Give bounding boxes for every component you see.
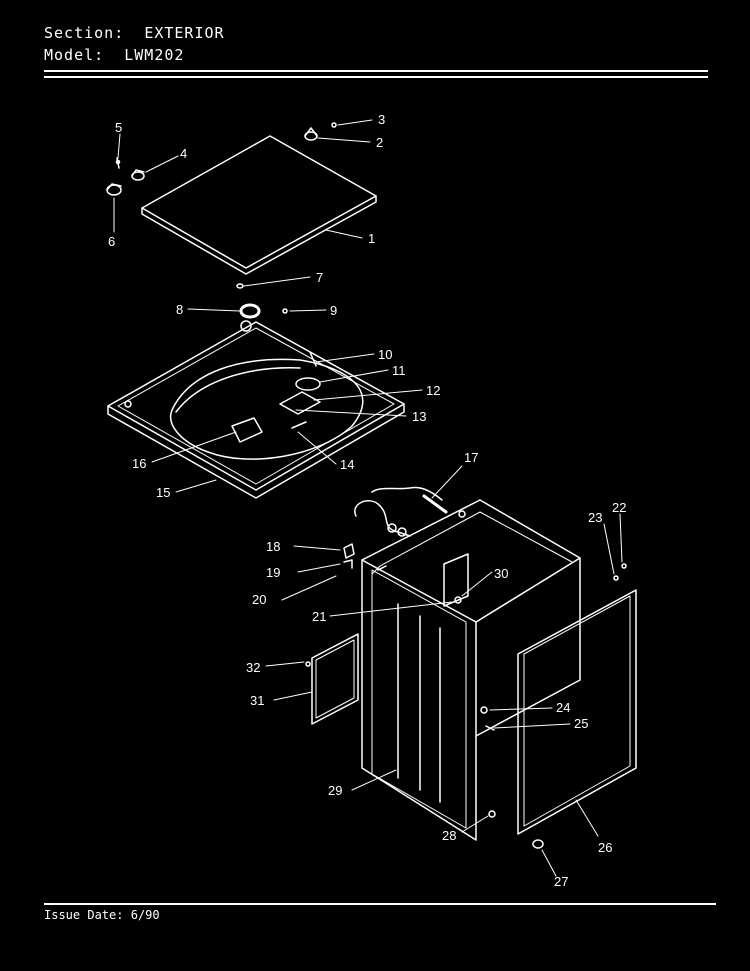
callout-9: 9 <box>330 303 337 318</box>
callout-32: 32 <box>246 660 260 675</box>
leader-lines <box>113 119 623 877</box>
callout-26: 26 <box>598 840 612 855</box>
callout-19: 19 <box>266 565 280 580</box>
callout-31: 31 <box>250 693 264 708</box>
side-panel-part <box>311 633 359 725</box>
callout-2: 2 <box>376 135 383 150</box>
callout-24: 24 <box>556 700 570 715</box>
power-cord-part <box>354 486 448 537</box>
callout-25: 25 <box>574 716 588 731</box>
clip-hardware <box>305 543 627 849</box>
lid-part <box>141 135 377 275</box>
issue-date-value: 6/90 <box>130 908 160 922</box>
callout-20: 20 <box>252 592 266 607</box>
callout-13: 13 <box>412 409 426 424</box>
model-label: Model: <box>44 46 105 64</box>
callout-23: 23 <box>588 510 602 525</box>
callout-17: 17 <box>464 450 478 465</box>
footer-issue-date: Issue Date: 6/90 <box>44 908 160 922</box>
callout-12: 12 <box>426 383 440 398</box>
model-header: Model: LWM202 <box>44 46 184 64</box>
callout-8: 8 <box>176 302 183 317</box>
callout-4: 4 <box>180 146 187 161</box>
lid-hardware <box>106 122 337 319</box>
callout-22: 22 <box>612 500 626 515</box>
callout-labels: 1 2 3 4 5 6 7 8 9 10 11 12 13 14 15 16 1… <box>108 112 626 889</box>
footer-rule <box>44 903 716 905</box>
callout-14: 14 <box>340 457 354 472</box>
callout-27: 27 <box>554 874 568 889</box>
callout-15: 15 <box>156 485 170 500</box>
callout-6: 6 <box>108 234 115 249</box>
callout-30: 30 <box>494 566 508 581</box>
callout-10: 10 <box>378 347 392 362</box>
callout-5: 5 <box>115 120 122 135</box>
callout-28: 28 <box>442 828 456 843</box>
callout-21: 21 <box>312 609 326 624</box>
callout-3: 3 <box>378 112 385 127</box>
callout-1: 1 <box>368 231 375 246</box>
cabinet-part <box>361 499 581 841</box>
section-value: EXTERIOR <box>144 24 225 42</box>
callout-29: 29 <box>328 783 342 798</box>
callout-7: 7 <box>316 270 323 285</box>
model-value: LWM202 <box>124 46 185 64</box>
front-panel-part <box>517 589 637 835</box>
callout-18: 18 <box>266 539 280 554</box>
callout-11: 11 <box>392 363 406 378</box>
callout-16: 16 <box>132 456 146 471</box>
section-label: Section: <box>44 24 125 42</box>
issue-date-label: Issue Date: <box>44 908 124 922</box>
section-header: Section: EXTERIOR <box>44 24 225 42</box>
header-rule-top <box>44 70 708 72</box>
header-rule-bottom <box>44 76 708 78</box>
top-cover-part <box>107 320 405 499</box>
